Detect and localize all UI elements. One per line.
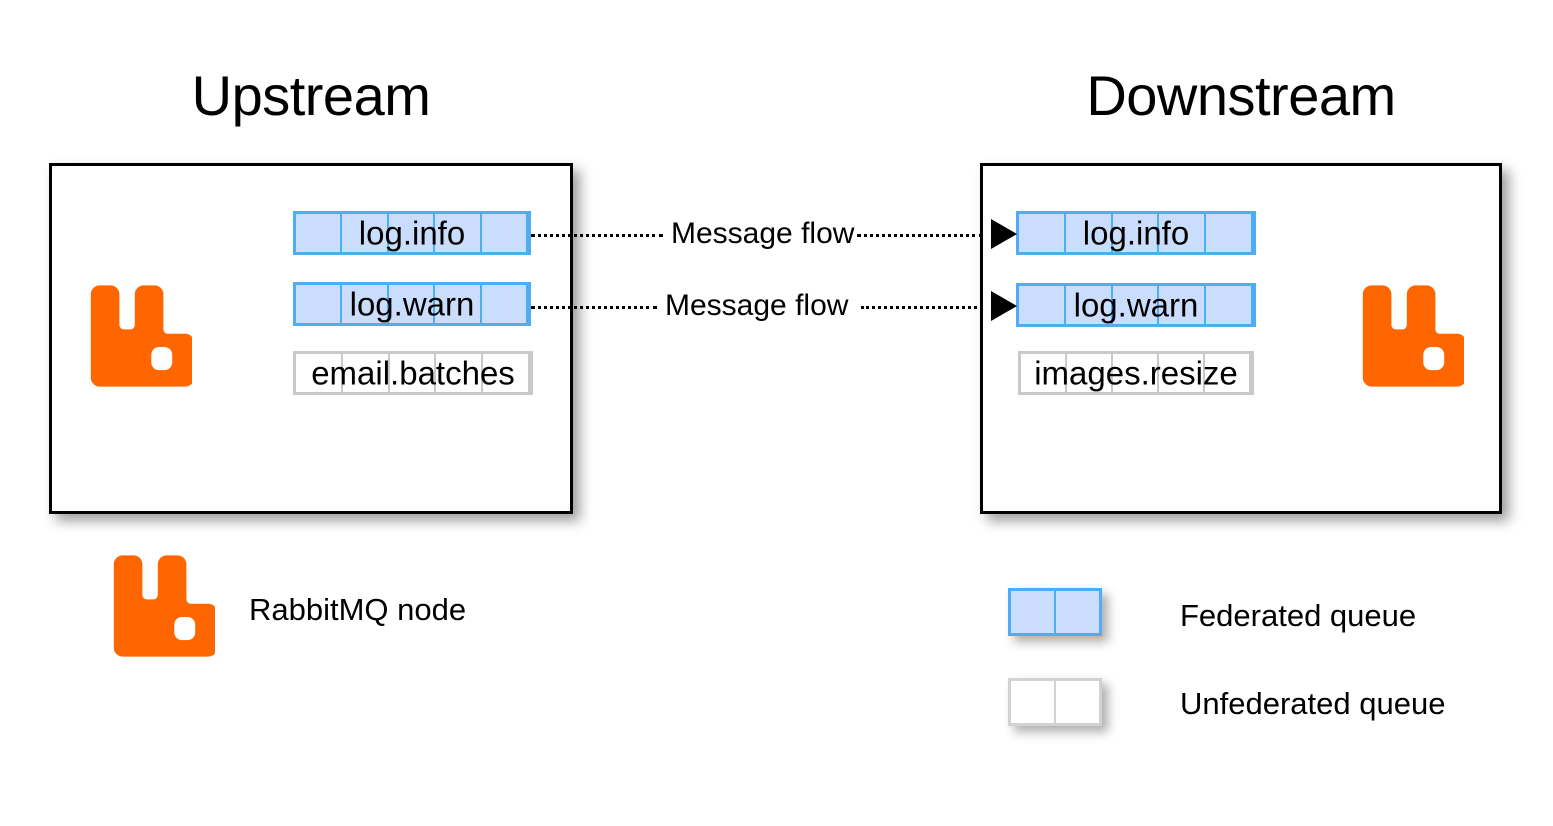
arrow-right-icon xyxy=(991,219,1017,249)
queue-cell xyxy=(388,214,436,252)
queue-cell xyxy=(1206,214,1253,252)
legend-label-unfederated-queue: Unfederated queue xyxy=(1180,686,1446,721)
queue-cell xyxy=(1021,354,1067,392)
queue-cell xyxy=(342,285,389,323)
queue-cell xyxy=(1065,214,1113,252)
queue-cell xyxy=(483,354,530,392)
queue-log-warn-downstream[interactable]: log.warn xyxy=(1016,283,1256,327)
queue-cell xyxy=(1019,286,1066,324)
rabbitmq-logo-icon xyxy=(82,281,192,391)
queue-cell xyxy=(388,285,436,323)
queue-cell xyxy=(1056,591,1099,633)
message-flow-log-warn: Message flow xyxy=(531,289,1017,322)
legend-swatch-unfederated-queue xyxy=(1008,678,1102,726)
downstream-title: Downstream xyxy=(1086,64,1396,127)
flow-line-left xyxy=(531,234,663,237)
queue-cell xyxy=(1159,286,1207,324)
legend-swatch-federated-queue xyxy=(1008,588,1102,636)
queue-log-info-upstream[interactable]: log.info xyxy=(293,211,531,255)
queue-cell xyxy=(1112,214,1160,252)
queue-cell xyxy=(436,354,484,392)
queue-images-resize-downstream[interactable]: images.resize xyxy=(1018,351,1254,395)
queue-cell xyxy=(1056,681,1099,723)
queue-log-warn-upstream[interactable]: log.warn xyxy=(293,282,531,326)
queue-cell xyxy=(342,354,390,392)
message-flow-log-info: Message flow xyxy=(531,217,1017,250)
queue-log-info-downstream[interactable]: log.info xyxy=(1016,211,1256,255)
queue-email-batches-upstream[interactable]: email.batches xyxy=(293,351,533,395)
queue-cell xyxy=(342,214,389,252)
queue-cell xyxy=(435,285,482,323)
queue-cell xyxy=(435,214,482,252)
queue-cell xyxy=(296,285,343,323)
rabbitmq-logo-icon xyxy=(1354,281,1464,391)
queue-cell xyxy=(1065,286,1113,324)
queue-cell xyxy=(1205,354,1251,392)
legend-label-federated-queue: Federated queue xyxy=(1180,598,1417,633)
queue-cell xyxy=(1112,286,1160,324)
queue-cell xyxy=(481,285,529,323)
queue-cell xyxy=(1011,681,1056,723)
queue-cell xyxy=(1159,214,1207,252)
queue-cell xyxy=(1067,354,1113,392)
flow-label: Message flow xyxy=(665,289,849,322)
queue-cell xyxy=(389,354,437,392)
queue-cell xyxy=(481,214,529,252)
queue-cell xyxy=(1019,214,1066,252)
legend-rabbitmq-logo-icon xyxy=(105,551,215,661)
flow-label: Message flow xyxy=(671,217,855,250)
queue-cell xyxy=(1011,591,1056,633)
queue-cell xyxy=(1113,354,1159,392)
queue-cell xyxy=(296,354,343,392)
legend-label-rabbitmq-node: RabbitMQ node xyxy=(249,592,467,627)
upstream-title: Upstream xyxy=(191,64,431,127)
flow-line-right xyxy=(861,306,983,309)
flow-line-left xyxy=(531,306,657,309)
arrow-right-icon xyxy=(991,291,1017,321)
queue-cell xyxy=(296,214,343,252)
queue-cell xyxy=(1159,354,1205,392)
flow-line-right xyxy=(857,234,983,237)
queue-cell xyxy=(1206,286,1253,324)
